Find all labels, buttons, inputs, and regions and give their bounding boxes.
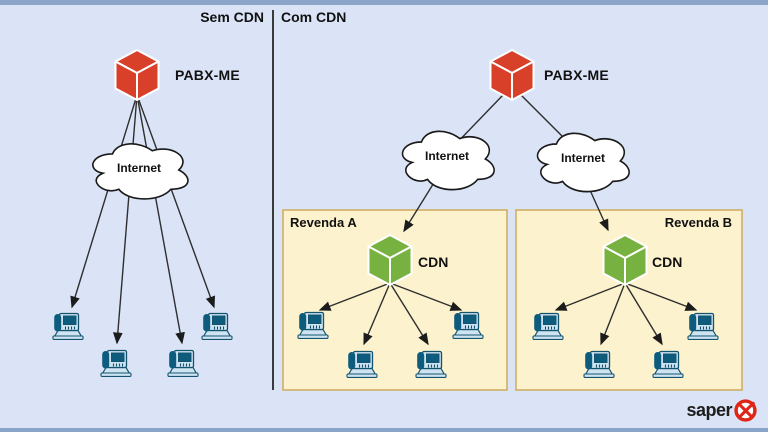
pabx-cube-icon <box>114 49 160 101</box>
bottom-frame-bar <box>0 428 768 432</box>
connector-line <box>112 94 138 345</box>
connector-line <box>136 94 216 309</box>
connector-line <box>600 282 626 346</box>
internet-cloud-label: Internet <box>116 161 161 175</box>
connector-line <box>624 282 663 346</box>
internet-cloud-label: Internet <box>560 151 605 165</box>
connector-line <box>70 94 138 309</box>
ip-phone-icon <box>167 349 199 378</box>
section-divider <box>272 10 274 390</box>
ip-phone-icon <box>201 312 233 341</box>
pabx-label: PABX-ME <box>544 67 609 83</box>
connector-line <box>136 94 185 345</box>
ip-phone-icon <box>415 350 447 379</box>
ip-phone-icon <box>346 350 378 379</box>
cdn-cube-icon <box>367 234 413 286</box>
top-frame-bar <box>0 0 768 5</box>
ip-phone-icon <box>652 350 684 379</box>
sem-cdn-section-label: Sem CDN <box>200 9 264 25</box>
logo-text: saper <box>686 400 732 420</box>
logo-x-mark-icon <box>734 399 757 422</box>
revenda-b-title: Revenda B <box>664 215 732 230</box>
ip-phone-icon <box>52 312 84 341</box>
connector-line <box>389 282 463 311</box>
connector-line <box>389 282 429 346</box>
com-cdn-section-label: Com CDN <box>281 9 347 25</box>
ip-phone-icon <box>687 312 719 341</box>
saperx-logo: saper <box>686 398 758 423</box>
revenda-a-title: Revenda A <box>290 215 357 230</box>
internet-cloud-label: Internet <box>424 149 469 163</box>
cdn-label: CDN <box>418 254 449 270</box>
ip-phone-icon <box>297 311 329 340</box>
ip-phone-icon <box>583 350 615 379</box>
ip-phone-icon <box>532 312 564 341</box>
cdn-label: CDN <box>652 254 683 270</box>
connector-line <box>363 282 391 346</box>
pabx-cube-icon <box>489 49 535 101</box>
cdn-cube-icon <box>602 234 648 286</box>
ip-phone-icon <box>452 311 484 340</box>
ip-phone-icon <box>100 349 132 378</box>
connector-line <box>318 282 391 311</box>
pabx-label: PABX-ME <box>175 67 240 83</box>
connector-line <box>624 282 698 311</box>
connector-line <box>554 282 626 311</box>
